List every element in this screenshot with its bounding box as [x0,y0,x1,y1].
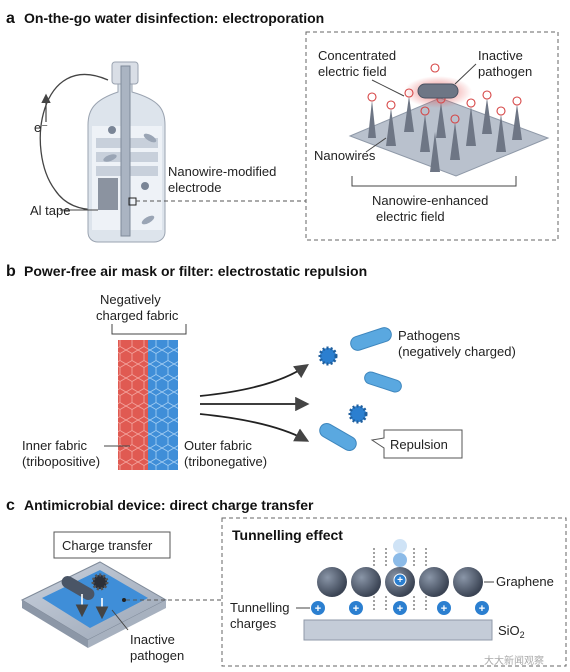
bottle-pathogen [143,133,157,143]
panel-a: a On-the-go water disinfection: electrop… [6,10,559,243]
svg-text:+: + [397,603,403,615]
inactive-label-2: pathogen [478,64,532,79]
panel-b-letter: b [6,263,16,280]
al-tape [98,178,118,210]
tunnelling-charges-label-1: Tunnelling [230,600,290,615]
spiky-pathogen [318,346,338,366]
panel-c-letter: c [6,497,15,514]
enhanced-bracket [351,176,517,187]
sio2-layer [303,619,493,641]
inner-fabric-label-1: Inner fabric [22,438,88,453]
outer-fabric-label-1: Outer fabric [184,438,252,453]
graphene-label: Graphene [496,574,554,589]
watermark: 大大新闻观察 [484,654,544,667]
svg-text:+: + [397,575,403,586]
inactive-pathogen-a [417,83,459,99]
nanowires-leader [365,137,387,153]
enhanced-label-2: electric field [376,209,445,224]
electrode-label-2: electrode [168,180,221,195]
repulsion-label: Repulsion [390,437,448,452]
inactive-leader-c [111,609,129,631]
pathogens-label-1: Pathogens [398,328,461,343]
field-leader [371,79,405,97]
panel-b-title: Power-free air mask or filter: electrost… [24,263,367,279]
rod-pathogen [350,327,392,351]
pathogens-b [318,327,402,451]
tunnelling-effect-title: Tunnelling effect [232,527,343,543]
spiky-pathogen [348,404,368,424]
outer-fabric [148,340,178,470]
graphene-layer [317,567,483,597]
svg-text:+: + [315,603,321,615]
inactive-label-c-1: Inactive [130,632,175,647]
inactive-pathogen-c [61,576,95,600]
charge-faint [393,539,407,553]
panel-a-letter: a [6,10,15,27]
al-tape-label: Al tape [30,203,70,218]
svg-text:+: + [479,603,485,615]
charge-mid [393,553,407,567]
neg-fabric-label-1: Negatively [100,292,161,307]
enhanced-label-1: Nanowire-enhanced [372,193,488,208]
pathogens-label-2: (negatively charged) [398,344,516,359]
rod-pathogen [364,371,402,393]
panel-c: c Antimicrobial device: direct charge tr… [6,497,567,667]
neg-fabric-label-2: charged fabric [96,308,179,323]
inactive-label-1: Inactive [478,48,523,63]
spiky-pathogen-c [91,573,109,591]
nanowire-spikes [368,96,522,172]
svg-text:+: + [441,603,447,615]
charge-in-graphene [393,573,407,587]
inset-a [305,31,559,241]
svg-text:+: + [353,603,359,615]
panel-a-title: On-the-go water disinfection: electropor… [24,10,324,26]
tunnel-arrows [373,548,427,612]
tunnelling-charges-label-2: charges [230,616,277,631]
charge-transfer-label: Charge transfer [62,538,153,553]
bottle-pathogen [108,126,116,134]
electron-label: e⁻ [34,120,48,135]
inactive-leader [454,63,477,85]
sio2-label: SiO2 [498,623,525,640]
panel-c-title: Antimicrobial device: direct charge tran… [24,497,314,513]
bottle-pathogen [103,154,117,162]
water-bottle [87,61,166,243]
panel-b: b Power-free air mask or filter: electro… [6,263,516,470]
inset-c [221,517,567,667]
neg-fabric-bracket [111,324,187,335]
outer-fabric-label-2: (tribonegative) [184,454,267,469]
field-label-1: Concentrated [318,48,396,63]
rod-pathogen [319,423,357,451]
charge-transfer-callout [53,531,171,559]
device-plate [20,561,168,648]
tunnelling-charges: + + + + + [311,601,489,615]
inner-fabric-label-2: (tribopositive) [22,454,100,469]
field-label-2: electric field [318,64,387,79]
inner-fabric [118,340,148,470]
electrode-label-1: Nanowire-modified [168,164,276,179]
wire [39,73,109,211]
repulsion-callout [370,429,463,459]
nanowire-surface [348,63,550,177]
repulsion-arrows [199,363,310,442]
bottle-pathogen [141,182,149,190]
bottle-pathogen [141,215,155,225]
inactive-label-c-2: pathogen [130,648,184,663]
nanowires-label: Nanowires [314,148,376,163]
